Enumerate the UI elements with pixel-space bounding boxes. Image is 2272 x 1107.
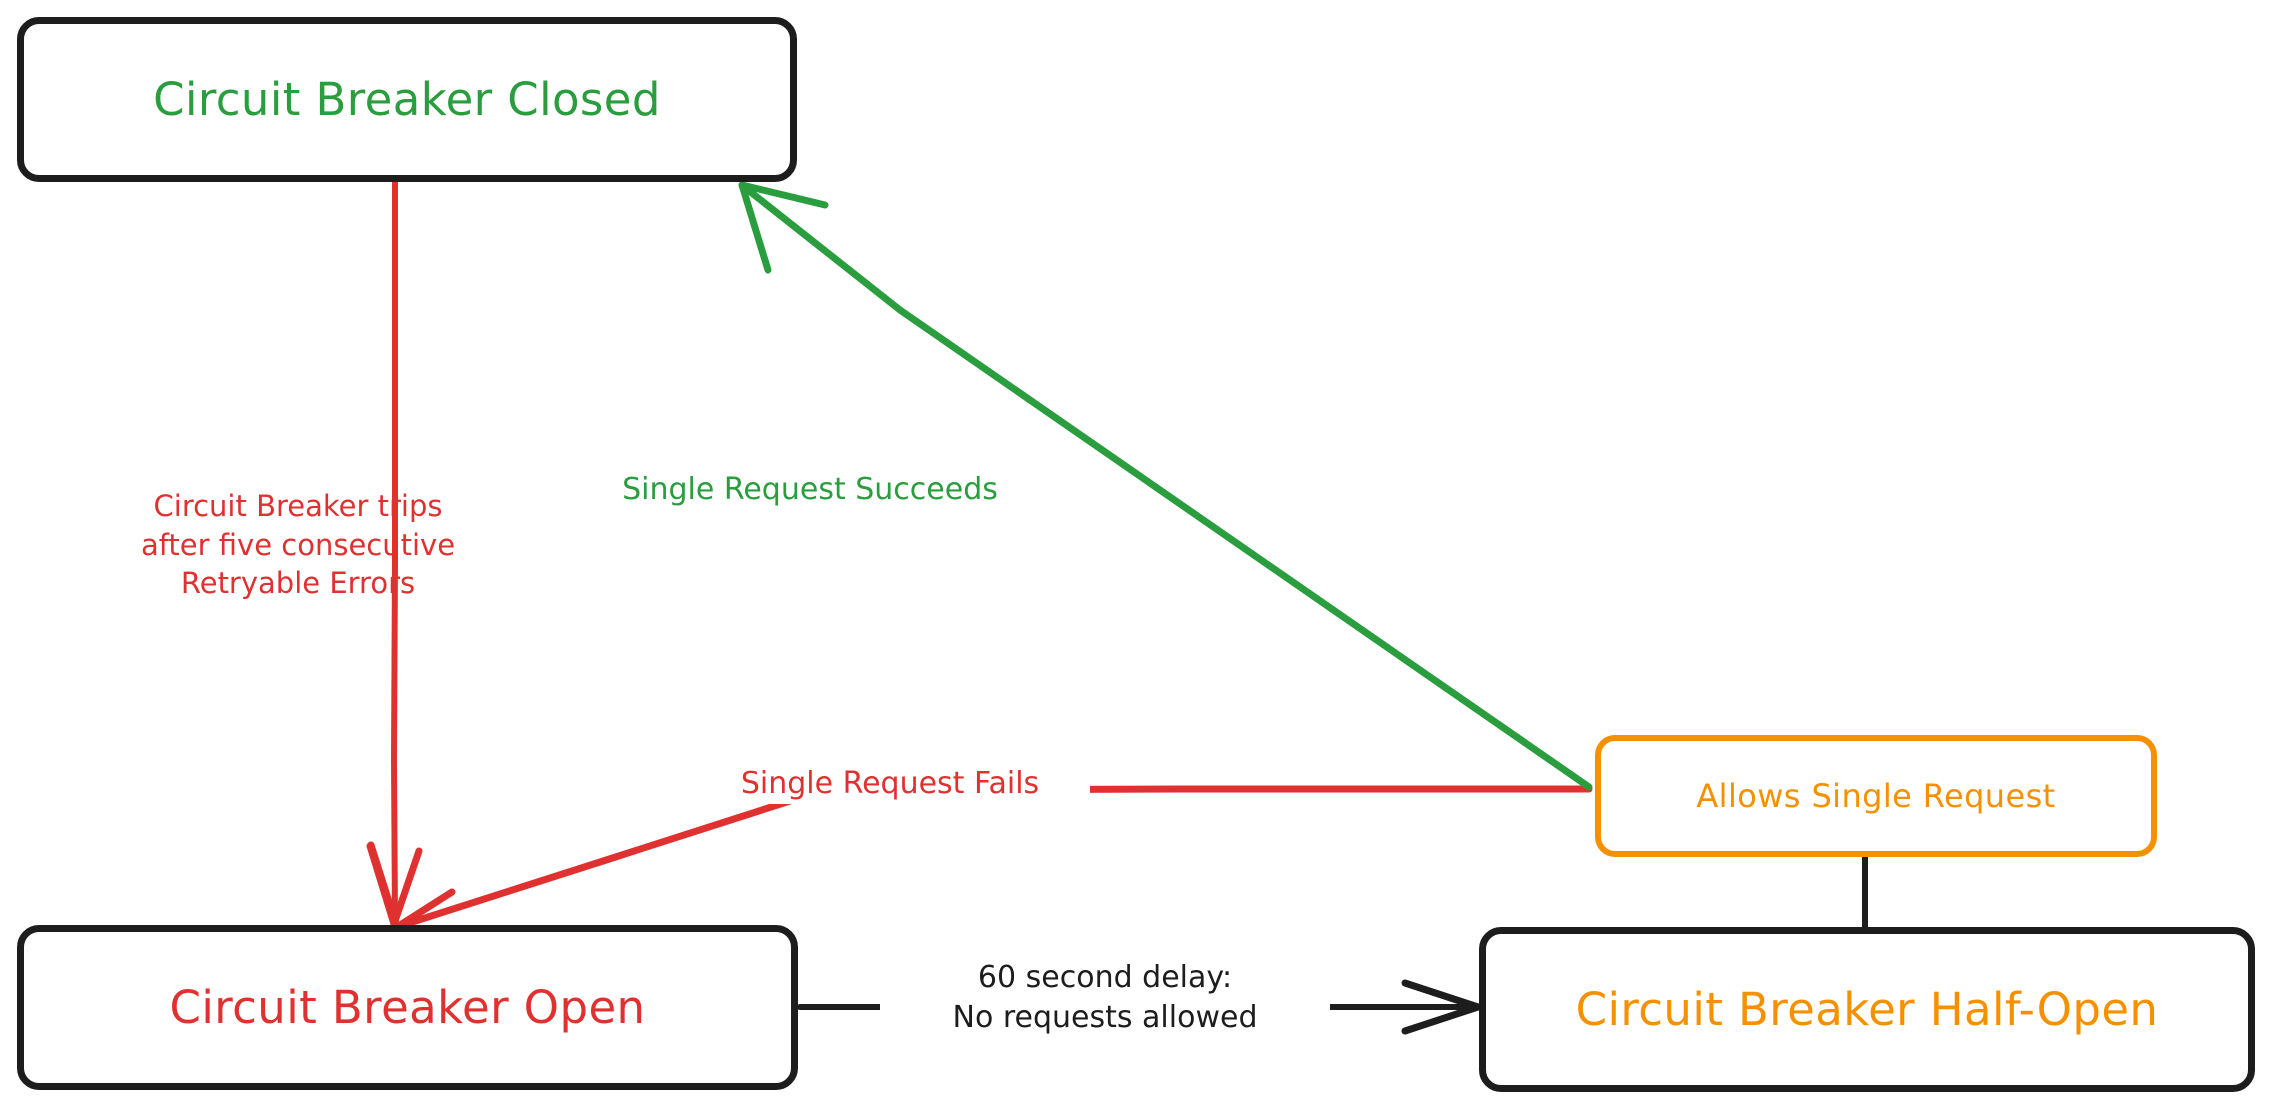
edge-label-single-request-fails: Single Request Fails: [690, 764, 1090, 804]
node-circuit-breaker-half-open-label: Circuit Breaker Half-Open: [1575, 982, 2159, 1036]
edge-label-circuit-breaker-trips: Circuit Breaker trips after five consecu…: [140, 489, 456, 601]
node-circuit-breaker-closed[interactable]: Circuit Breaker Closed: [17, 17, 797, 182]
edge-fails-path: [367, 785, 1593, 931]
node-allows-single-request-label: Allows Single Request: [1696, 776, 2056, 815]
node-circuit-breaker-closed-label: Circuit Breaker Closed: [153, 72, 661, 126]
edge-label-sixty-second-delay: 60 second delay: No requests allowed: [880, 958, 1330, 1038]
node-circuit-breaker-open[interactable]: Circuit Breaker Open: [17, 925, 798, 1090]
edge-label-single-request-succeeds: Single Request Succeeds: [622, 472, 998, 507]
node-circuit-breaker-half-open[interactable]: Circuit Breaker Half-Open: [1479, 927, 2255, 1092]
node-circuit-breaker-open-label: Circuit Breaker Open: [169, 980, 646, 1034]
node-allows-single-request[interactable]: Allows Single Request: [1595, 735, 2157, 857]
